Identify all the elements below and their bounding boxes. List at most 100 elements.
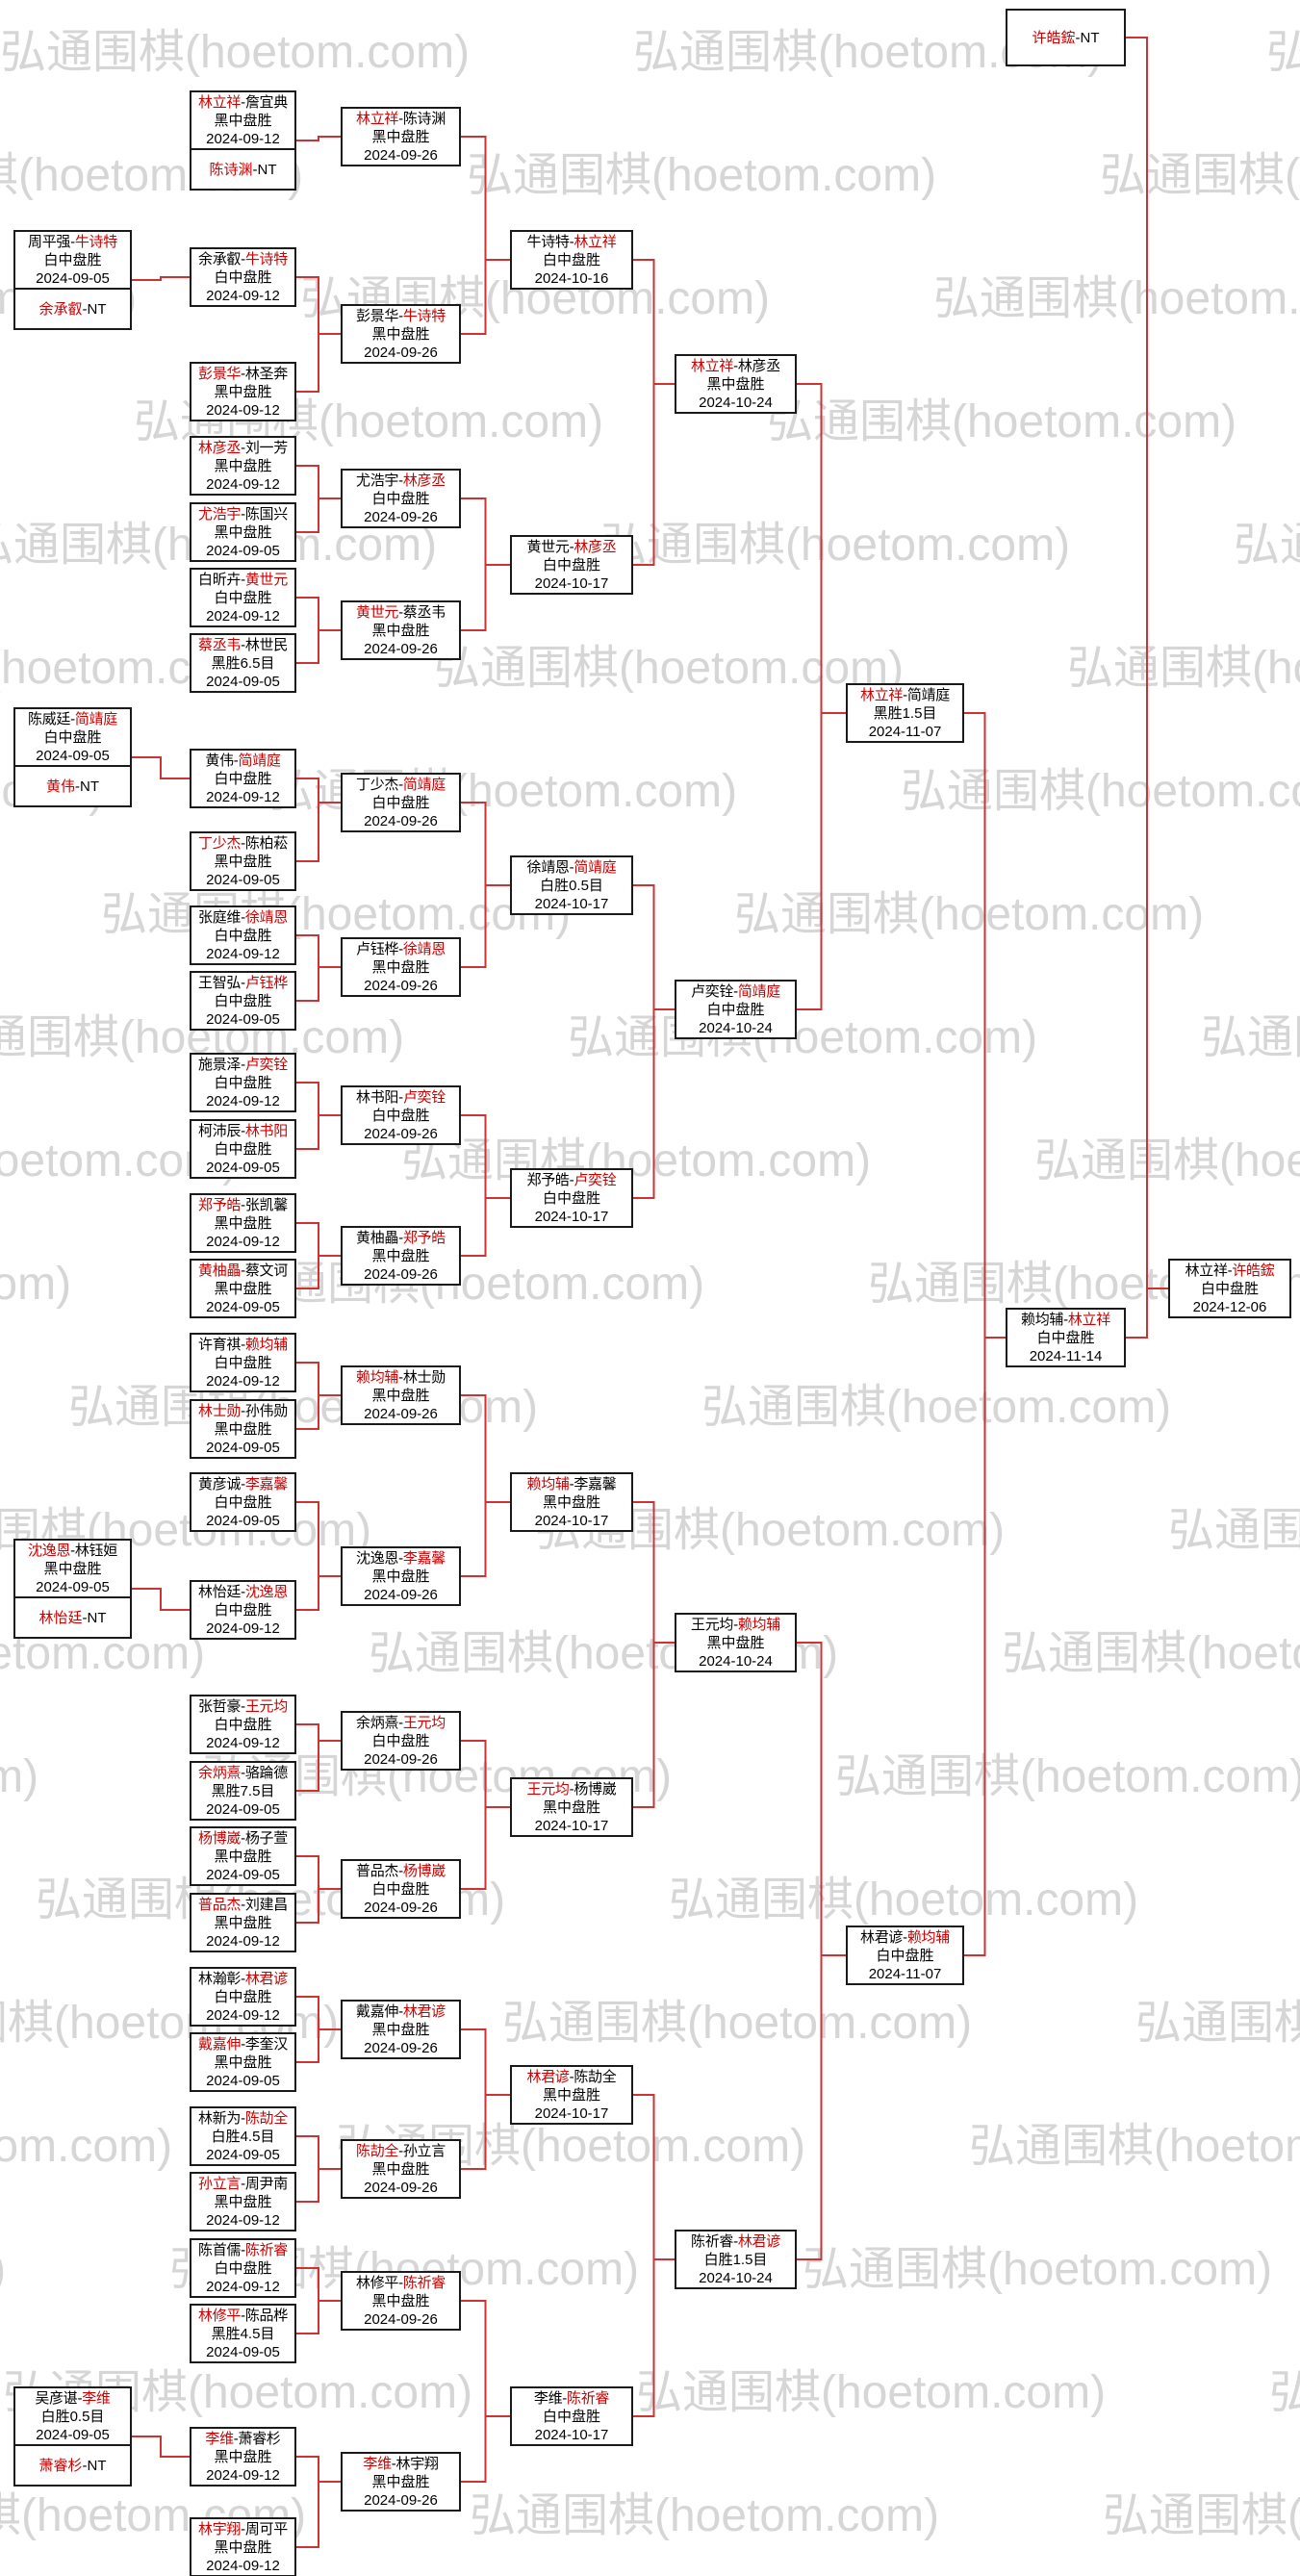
match-date: 2024-09-12 <box>206 2466 280 2484</box>
match-result: 黑中盘胜 <box>214 383 272 400</box>
loser-name: 郑予皓 <box>526 1171 570 1188</box>
match-date: 2024-09-26 <box>364 146 438 164</box>
players-line: 吴彦谌-李维 <box>15 2389 130 2408</box>
match-date: 2024-09-05 <box>206 2072 280 2089</box>
bye-dash: - <box>1075 29 1081 46</box>
players-line: 普品杰-杨博崴 <box>343 1862 459 1880</box>
players-line: 周平强-牛诗特 <box>15 233 130 251</box>
match-date: 2024-09-26 <box>364 344 438 361</box>
match-date: 2024-09-12 <box>206 130 280 147</box>
players-line: 林立祥-简靖庭 <box>848 686 962 704</box>
winner-name: 卢奕铨 <box>574 1171 617 1188</box>
watermark-text: 弘通围棋(hoetom.com) <box>803 2244 1273 2295</box>
match-date: 2024-09-05 <box>36 747 110 764</box>
loser-name: 施景泽 <box>198 1056 242 1073</box>
winner-name: 杨博崴 <box>402 1862 446 1879</box>
vs-dash: - <box>241 2035 245 2053</box>
watermark-text: 弘通围棋(hoetom.com) <box>1266 27 1300 78</box>
players-line: 许育祺-赖均辅 <box>191 1336 294 1354</box>
vs-dash: - <box>241 2241 245 2258</box>
vs-dash: - <box>241 1402 245 1419</box>
winner-name: 林君谚 <box>526 2068 570 2085</box>
players-line: 戴嘉伸-李奎汉 <box>191 2035 294 2053</box>
players-line: 孙立言-周尹南 <box>191 2175 294 2193</box>
players-line: 普品杰-刘建昌 <box>191 1896 294 1914</box>
watermark-text: 弘通围棋(hoetom.com) <box>1201 1012 1300 1063</box>
loser-name: 普品杰 <box>356 1862 399 1879</box>
match-date: 2024-09-05 <box>206 1439 280 1456</box>
bye-box[interactable]: 许皓鋐-NT <box>1006 9 1126 66</box>
vs-dash: - <box>241 636 245 653</box>
